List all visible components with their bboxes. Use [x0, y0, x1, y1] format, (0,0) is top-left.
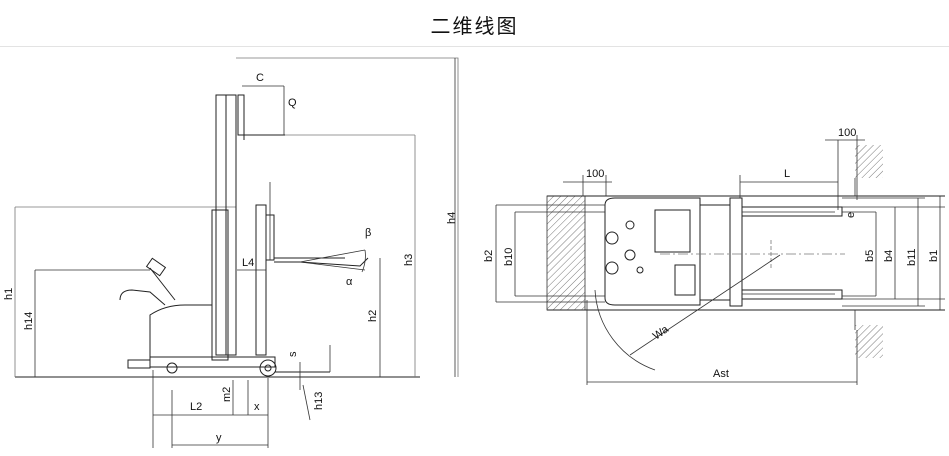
page-title: 二维线图: [430, 14, 519, 38]
dim-label-alpha: α: [346, 276, 353, 288]
dim-label-s: s: [287, 351, 299, 357]
dim-label-m2: m2: [221, 387, 233, 402]
dim-label-h1: h1: [3, 288, 15, 300]
dim-label-x: x: [254, 401, 260, 413]
dim-label-ast: Ast: [713, 368, 729, 380]
dim-label-100-left: 100: [586, 168, 604, 180]
dim-label-h13: h13: [313, 392, 325, 410]
dim-label-l4: L4: [242, 257, 254, 269]
dim-label-100-right: 100: [838, 127, 856, 139]
dim-label-b1: b1: [928, 250, 940, 262]
dim-label-c: C: [256, 72, 264, 84]
title-divider: [0, 46, 949, 47]
dim-label-y: y: [216, 432, 222, 444]
dim-label-b5: b5: [864, 250, 876, 262]
dim-label-l2: L2: [190, 401, 202, 413]
dim-label-h14: h14: [23, 312, 35, 330]
dim-label-beta: β: [365, 227, 371, 239]
dim-label-l: L: [784, 168, 790, 180]
dim-label-e: e: [845, 212, 857, 218]
dim-label-q: Q: [288, 97, 297, 109]
dim-label-b10: b10: [503, 248, 515, 266]
dim-label-wa: Wa: [651, 323, 672, 343]
top-view-drawing: [495, 135, 945, 385]
dim-label-b2: b2: [483, 250, 495, 262]
side-view-drawing: [14, 57, 459, 448]
dim-label-b4: b4: [883, 250, 895, 262]
dim-label-h2: h2: [367, 310, 379, 322]
dim-label-b11: b11: [906, 248, 918, 266]
dim-label-h4: h4: [446, 212, 458, 224]
dim-label-h3: h3: [403, 254, 415, 266]
